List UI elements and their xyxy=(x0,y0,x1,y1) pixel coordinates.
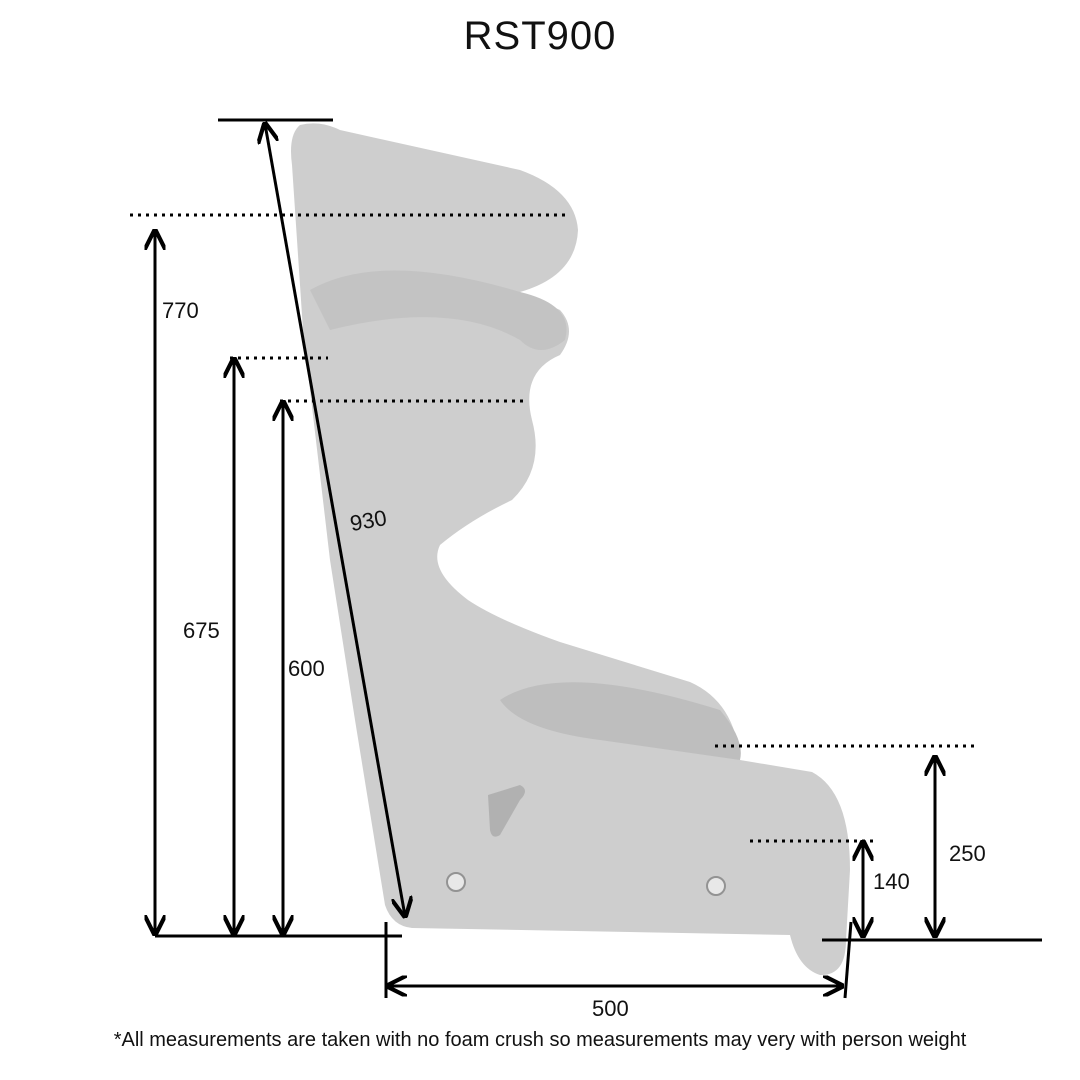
tick-right xyxy=(843,921,853,999)
dimension-lines xyxy=(130,118,1042,999)
label-500: 500 xyxy=(592,996,629,1021)
side-slot xyxy=(488,785,525,837)
label-770: 770 xyxy=(162,298,199,323)
mount-bolt-icon xyxy=(706,876,726,896)
label-140: 140 xyxy=(873,869,910,894)
mount-bolt-icon xyxy=(446,872,466,892)
seat-silhouette xyxy=(291,123,850,976)
diagonal-930-arrow xyxy=(265,124,405,916)
label-675: 675 xyxy=(183,618,220,643)
diagram-title: RST900 xyxy=(463,14,617,58)
label-250: 250 xyxy=(949,841,986,866)
label-600: 600 xyxy=(288,656,325,681)
footnote: *All measurements are taken with no foam… xyxy=(113,1029,967,1051)
